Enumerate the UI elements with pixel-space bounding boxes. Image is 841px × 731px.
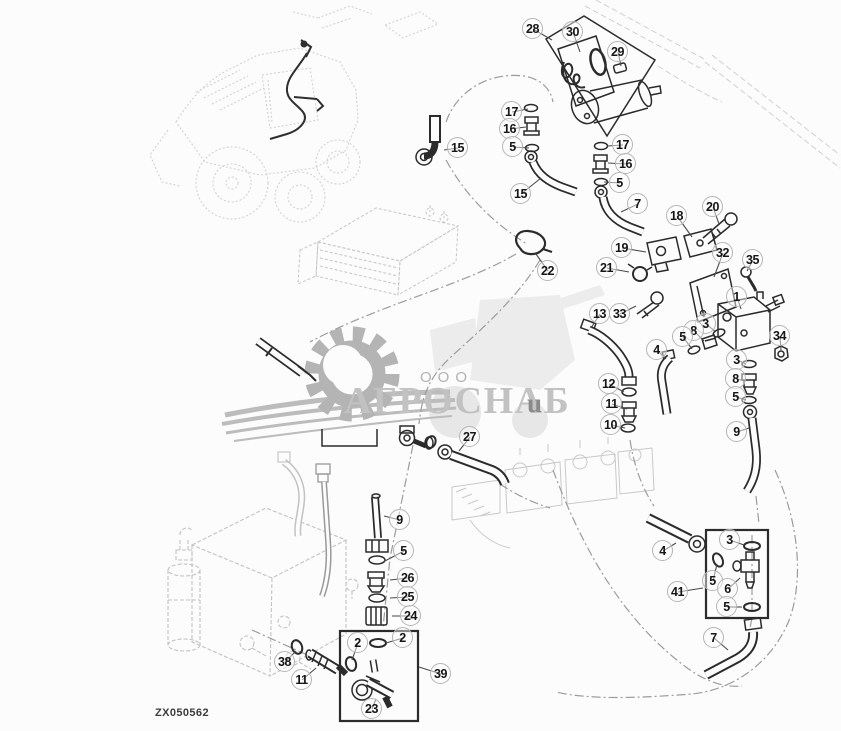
callout-leader-lines — [284, 28, 782, 710]
block-19 — [646, 236, 682, 273]
hose-4-banjo — [688, 535, 706, 553]
o-ring-27 — [425, 435, 437, 449]
center-column-parts — [365, 493, 389, 626]
plate-18 — [683, 228, 718, 258]
oil-cooler-sketch — [297, 205, 460, 296]
open-bracket-shape — [321, 429, 378, 447]
valve-block-1 — [717, 291, 786, 352]
figure-code-label: ZX050562 — [155, 707, 209, 719]
fitting-stack-left — [523, 103, 540, 164]
bolt-20 — [702, 212, 738, 245]
nut-34 — [774, 345, 789, 362]
watermark: ООО АГРОСНАБ u — [221, 285, 605, 442]
hose-13 — [587, 325, 634, 378]
elbow-7-lower — [703, 617, 763, 680]
kit-box-39 — [338, 629, 420, 723]
clamp-22 — [515, 229, 553, 256]
kit-box-41 — [704, 528, 770, 620]
fittings-12-11-10 — [620, 376, 638, 433]
watermark-prefix: ООО — [420, 369, 473, 386]
fitting-11-and-oring-38 — [290, 639, 349, 677]
hydraulic-tank-sketch — [167, 507, 359, 677]
gear-watermark-icon — [304, 326, 400, 422]
routing-dash-lines — [251, 74, 799, 699]
harvester-sketch — [149, 5, 440, 223]
tank-hoses-sketch — [277, 451, 332, 598]
solenoid-box — [544, 15, 662, 138]
watermark-suffix: u — [527, 388, 542, 418]
parts-line-art — [255, 15, 789, 723]
valve-stack-sketch — [451, 437, 655, 549]
fittings-left-of-block — [687, 328, 726, 355]
fitting-stack-right — [592, 141, 609, 199]
bolt-33 — [636, 291, 664, 319]
nut-21 — [627, 263, 653, 282]
fitting-stack-below-block — [741, 359, 758, 420]
hose-routing-on-machine — [269, 39, 325, 140]
watermark-machine-silhouette — [429, 285, 605, 438]
frame-rails-sketch — [584, 0, 841, 169]
hose-27-banjo — [437, 444, 453, 460]
hose-near-watermark — [255, 337, 317, 382]
watermark-name: АГРОСНАБ — [344, 380, 570, 422]
screw-35 — [740, 266, 758, 292]
elbow-fitting-15 — [415, 115, 441, 166]
